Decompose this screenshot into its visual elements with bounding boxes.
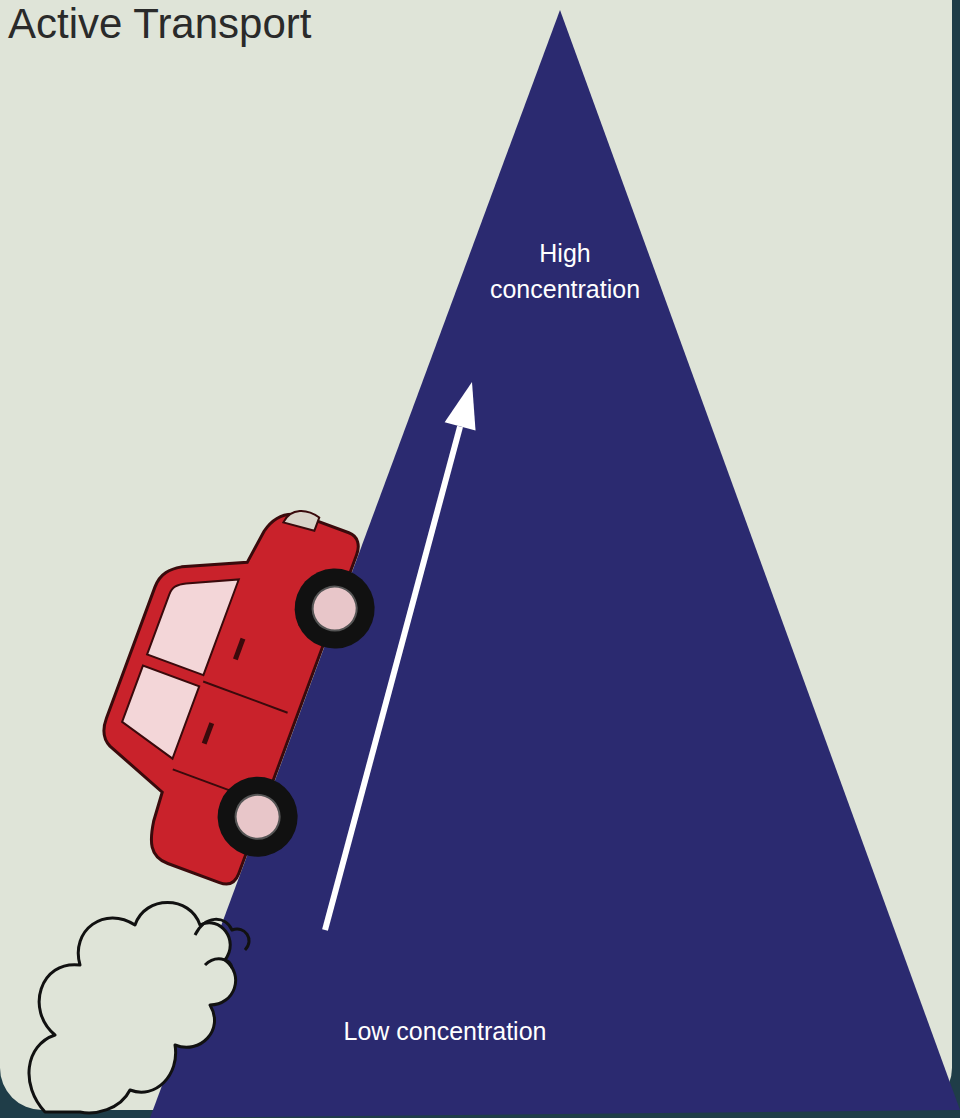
direction-arrow: [325, 426, 460, 930]
high-concentration-label: High concentration: [465, 235, 665, 308]
exhaust-cloud: [29, 903, 249, 1113]
low-concentration-label: Low concentration: [295, 1013, 595, 1049]
diagram-title: Active Transport: [8, 0, 311, 48]
arrow-head: [445, 382, 476, 431]
car: [67, 471, 401, 901]
